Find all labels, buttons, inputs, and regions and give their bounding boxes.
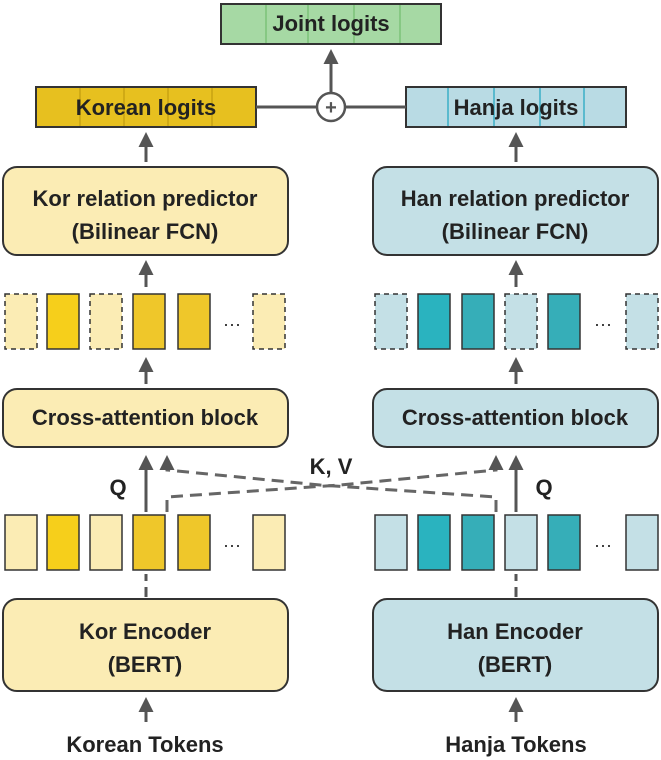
joint-logits-box [220, 3, 442, 45]
kor-query-label: Q [109, 475, 126, 500]
han-encoder: Han Encoder (BERT) [372, 598, 659, 692]
han-encoder-ellipsis: ··· [594, 535, 612, 555]
joint-logits-label: Joint logits [272, 11, 389, 36]
han-attended-token [547, 293, 581, 350]
kor-attended-ellipsis: ··· [223, 314, 241, 334]
kor-encoder: Kor Encoder (BERT) [2, 598, 289, 692]
korean-logits-label: Korean logits [76, 95, 217, 120]
kor-cross-attention-label: Cross-attention block [32, 405, 259, 430]
kor-encoder-token [252, 514, 286, 571]
han-attended-token [461, 293, 495, 350]
kor-encoder-token [46, 514, 80, 571]
han-attended-token [374, 293, 408, 350]
korean-logits: Korean logits [35, 86, 257, 128]
han-query-label: Q [535, 475, 552, 500]
kor-cross-attention-block: Cross-attention block [2, 388, 289, 448]
kor-to-han-kv-arrow [165, 455, 504, 512]
han-attended-token [417, 293, 451, 350]
han-predictor-subtitle: (Bilinear FCN) [442, 219, 589, 244]
kor-encoder-tokens: ··· [4, 514, 286, 571]
korean-tokens-label: Korean Tokens [66, 732, 223, 757]
han-encoder-token [547, 514, 581, 571]
kor-encoder-ellipsis: ··· [223, 535, 241, 555]
combine-operator: + [256, 49, 406, 123]
kor-encoder-subtitle: (BERT) [108, 652, 183, 677]
han-attended-ellipsis: ··· [594, 314, 612, 334]
kv-label: K, V [310, 454, 353, 479]
han-predictor-title: Han relation predictor [401, 186, 630, 211]
han-encoder-token [374, 514, 408, 571]
han-attended-tokens: ··· [374, 293, 659, 350]
kor-attended-token [132, 293, 166, 350]
joint-logits: Joint logits [220, 3, 442, 45]
han-encoder-token [417, 514, 451, 571]
kor-attended-token [177, 293, 211, 350]
kor-encoder-token [89, 514, 123, 571]
han-encoder-tokens: ··· [374, 514, 659, 571]
plus-circle-icon [315, 91, 347, 123]
han-relation-predictor: Han relation predictor (Bilinear FCN) [372, 166, 659, 256]
hanja-logits-box [405, 86, 627, 128]
han-attended-token [625, 293, 659, 350]
hanja-logits: Hanja logits [405, 86, 627, 128]
han-encoder-token [625, 514, 659, 571]
han-to-kor-kv-arrow [159, 455, 498, 512]
han-attended-token [504, 293, 538, 350]
kor-attended-token [46, 293, 80, 350]
han-encoder-token [504, 514, 538, 571]
kor-encoder-token [132, 514, 166, 571]
han-encoder-token [461, 514, 495, 571]
han-encoder-subtitle: (BERT) [478, 652, 553, 677]
kor-encoder-token [177, 514, 211, 571]
han-encoder-title: Han Encoder [447, 619, 583, 644]
hanja-logits-label: Hanja logits [454, 95, 579, 120]
kor-relation-predictor: Kor relation predictor (Bilinear FCN) [2, 166, 289, 256]
korean-logits-box [35, 86, 257, 128]
kor-attended-token [89, 293, 123, 350]
kor-attended-tokens: ··· [4, 293, 286, 350]
kv-cross-connections [159, 455, 504, 512]
kor-attended-token [4, 293, 38, 350]
plus-symbol: + [325, 97, 337, 119]
han-cross-attention-label: Cross-attention block [402, 405, 629, 430]
han-cross-attention-block: Cross-attention block [372, 388, 659, 448]
kor-predictor-title: Kor relation predictor [33, 186, 258, 211]
kor-encoder-token [4, 514, 38, 571]
kor-attended-token [252, 293, 286, 350]
kor-predictor-subtitle: (Bilinear FCN) [72, 219, 219, 244]
hanja-tokens-label: Hanja Tokens [445, 732, 586, 757]
kor-encoder-title: Kor Encoder [79, 619, 211, 644]
